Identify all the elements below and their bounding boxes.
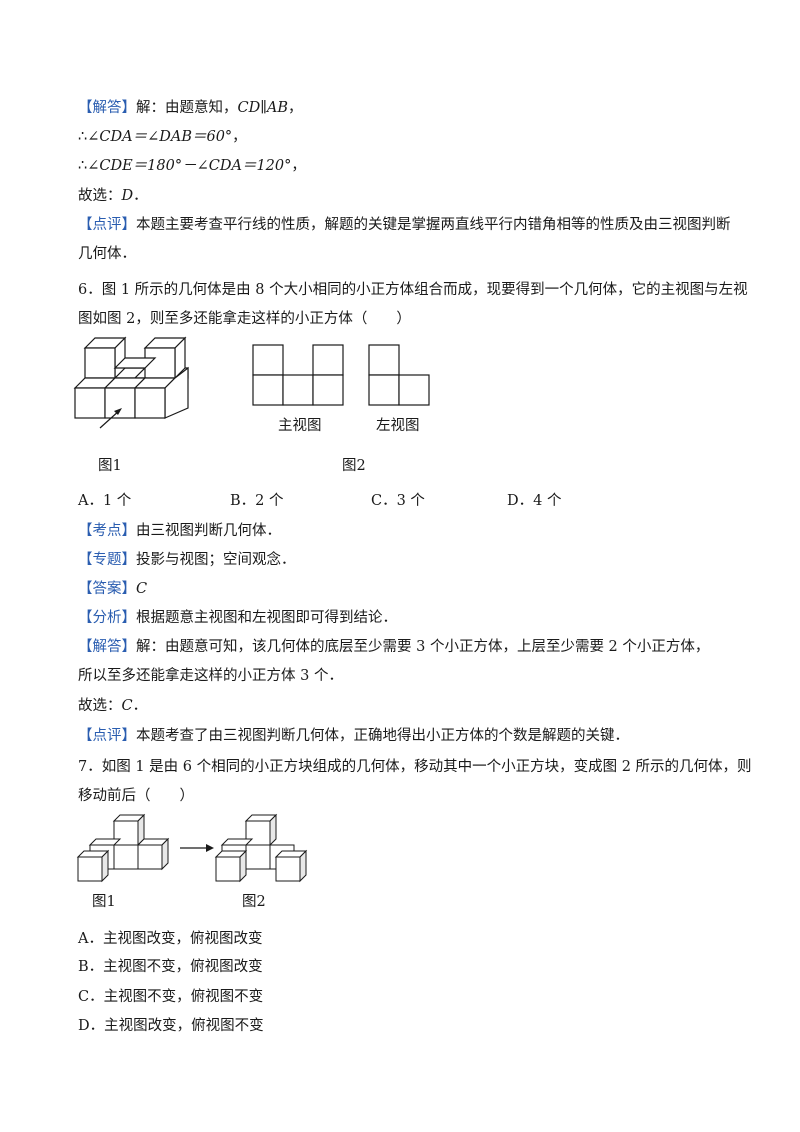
q5-comment-line-1: 【点评】本题主要考查平行线的性质，解题的关键是掌握两直线平行内错角相等的性质及由…	[78, 217, 731, 233]
comment-tag: 【点评】	[78, 217, 136, 233]
q7-figure-2-caption: 图2	[242, 894, 266, 910]
q7-transform-arrow	[180, 844, 214, 852]
q5-comment-line-2: 几何体．	[78, 246, 136, 262]
solution-tag: 【解答】	[78, 100, 136, 116]
q7-option-b: B．主视图不变，俯视图改变	[78, 959, 263, 975]
q7-stem-line-1: 7．如图 1 是由 6 个相同的小正方块组成的几何体，移动其中一个小正方块，变成…	[78, 759, 752, 775]
q5-solution-line-3: ∴∠CDE＝180°－∠CDA＝120°，	[78, 158, 306, 174]
q6-option-a: A．1 个	[78, 493, 132, 509]
q6-solution-line-2: 所以至多还能拿走这样的小正方体 3 个．	[78, 668, 343, 684]
q6-option-c: C．3 个	[371, 493, 425, 509]
q7-figure-1-cubes	[76, 813, 170, 883]
q7-option-c: C．主视图不变，俯视图不变	[78, 989, 264, 1005]
q6-comment: 【点评】本题考查了由三视图判断几何体，正确地得出小正方体的个数是解题的关键．	[78, 728, 629, 744]
q6-option-d: D．4 个	[507, 493, 562, 509]
q6-left-view	[368, 344, 430, 406]
q6-answer: 【答案】C	[78, 581, 148, 597]
q7-option-d: D．主视图改变，俯视图不变	[78, 1018, 264, 1034]
q6-figure-1-cubes	[73, 336, 189, 429]
q6-front-view-label: 主视图	[278, 418, 322, 434]
q7-option-a: A．主视图改变，俯视图改变	[78, 931, 263, 947]
q5-solution-line-2: ∴∠CDA＝∠DAB＝60°，	[78, 129, 247, 145]
q6-stem-line-1: 6．图 1 所示的几何体是由 8 个大小相同的小正方体组合而成，现要得到一个几何…	[78, 282, 748, 298]
q5-solution-line-1: 【解答】解：由题意知，CD∥AB，	[78, 100, 303, 116]
q6-kaodian: 【考点】由三视图判断几何体．	[78, 523, 281, 539]
q6-front-view	[252, 344, 344, 406]
q6-figure-1-caption: 图1	[98, 458, 122, 474]
q6-option-b: B．2 个	[230, 493, 284, 509]
q6-figure-2-caption: 图2	[342, 458, 366, 474]
q6-analysis: 【分析】根据题意主视图和左视图即可得到结论．	[78, 610, 397, 626]
q6-left-view-label: 左视图	[376, 418, 420, 434]
q6-choice: 故选：C．	[78, 698, 148, 714]
q7-figure-2-cubes	[214, 813, 308, 883]
q6-zhuanti: 【专题】投影与视图；空间观念．	[78, 552, 296, 568]
q5-choice: 故选：D．	[78, 188, 148, 204]
q7-stem-line-2: 移动前后（ ）	[78, 788, 194, 804]
q6-solution-line-1: 【解答】解：由题意可知，该几何体的底层至少需要 3 个小正方体，上层至少需要 2…	[78, 639, 710, 655]
q7-figure-1-caption: 图1	[92, 894, 116, 910]
q6-stem-line-2: 图如图 2，则至多还能拿走这样的小正方体（ ）	[78, 311, 411, 327]
